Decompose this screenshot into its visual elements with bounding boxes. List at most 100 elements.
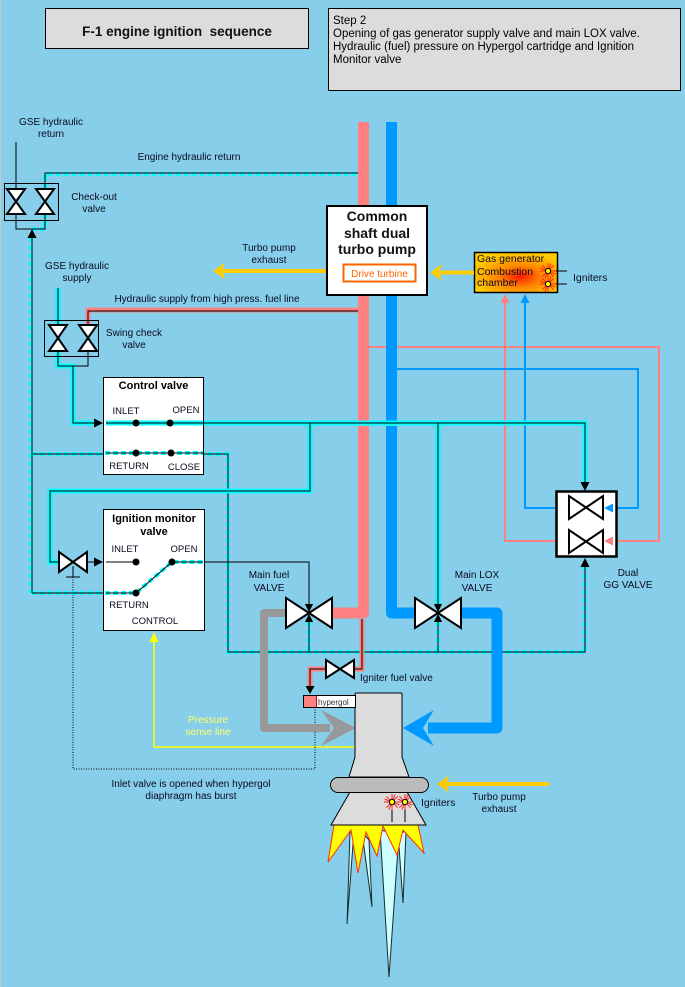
ignition-monitor-title: Ignition monitor [112, 513, 196, 525]
turbo-exhaust-arrow-icon [213, 262, 225, 280]
gg-lox-arrow-icon [520, 294, 530, 303]
control-open-label: OPEN [173, 405, 200, 416]
hypergol-fill [304, 696, 316, 707]
control-valve-frame [103, 377, 204, 475]
labels: GSE hydraulic return Engine hydraulic re… [19, 117, 653, 815]
gg-valve-close-arrow-icon [580, 558, 590, 567]
control-inlet-port [132, 419, 140, 427]
title-box: F-1 engine ignition sequence [45, 8, 309, 49]
gas-generator-label: Combustion [477, 266, 533, 278]
swing-check-valve-label: Swing check [106, 328, 163, 339]
drive-turbine-frame [342, 263, 417, 283]
three-way-valve-stem [66, 566, 80, 578]
turbo-pump: Common shaft dual turbo pump Drive turbi… [326, 205, 428, 296]
monitor-inlet-valve-icon [58, 550, 88, 574]
gse-hydraulic-supply-label: supply [63, 273, 92, 284]
swing-check-valve-label: valve [122, 340, 146, 351]
pressure-sense-line [149, 632, 356, 748]
title-box-frame [45, 8, 309, 49]
checkout-valve-frame [4, 183, 59, 221]
dual-gg-valve [555, 490, 618, 558]
checkout-valve-icon [5, 188, 27, 215]
checkout-valve-label: valve [82, 204, 106, 215]
ignition-monitor-valve: Ignition monitor valve INLET OPEN RETURN… [103, 509, 205, 631]
gg-lox-supply-line [524, 301, 569, 509]
main-fuel-valve-label: VALVE [254, 583, 285, 594]
hydraulic-pressure-lines [47, 288, 588, 604]
fuel-feed-path [260, 609, 330, 732]
lox-feed-arrow-icon [403, 710, 434, 746]
gg-lox-valve-icon [568, 494, 604, 521]
control-return-port [132, 449, 140, 457]
exhaust-arrows [213, 262, 549, 793]
swing-check-valve-frame [44, 320, 99, 357]
engine-hydraulic-return-label: Engine hydraulic return [138, 152, 241, 163]
main-fuel-valve-label: Main fuel [249, 570, 290, 581]
checkout-valve [4, 183, 59, 221]
igniter-icon [396, 793, 414, 811]
main-lox-valve-label: VALVE [462, 583, 493, 594]
fuel-feed-pipe [260, 609, 356, 746]
pressure-sense-label: Pressure [188, 715, 228, 726]
monitor-control-label: CONTROL [132, 616, 178, 627]
control-valve: Control valve INLET OPEN RETURN CLOSE [103, 377, 204, 475]
fuel-valve-close-arrow-icon [305, 614, 313, 622]
step-description-line: Opening of gas generator supply valve an… [333, 28, 640, 40]
control-open-line [106, 422, 586, 484]
gas-generator-label: Gas generator [477, 253, 545, 265]
checkout-return [15, 214, 46, 230]
gg-lox-feed-line [397, 368, 639, 509]
dual-gg-valve-label: GG VALVE [603, 580, 652, 591]
control-close-port [167, 449, 175, 457]
diagram-title: F-1 engine ignition sequence [82, 24, 272, 39]
turbo-pump-title: Common [347, 208, 408, 224]
checkout-valve-icon [34, 188, 56, 215]
step-box: Step 2 Opening of gas generator supply v… [328, 8, 681, 91]
gg-feed-lines [369, 294, 660, 546]
main-lox-valve-icon [414, 596, 462, 630]
hypergol-label: hypergol [318, 698, 349, 707]
nozzle-igniters-label: Igniters [421, 797, 455, 809]
checkout-arrow-icon [27, 229, 37, 238]
inlet-note: diaphragm has burst [145, 791, 236, 802]
hydraulic-supply-line-label: Hydraulic supply from high press. fuel l… [114, 294, 300, 305]
nozzle-exhaust-arrow-icon [437, 775, 449, 793]
gg-fuel-valve-icon [568, 528, 604, 555]
step-description-line: Monitor valve [333, 54, 401, 66]
monitor-inlet-arrow-icon [94, 557, 103, 567]
step-box-frame [328, 8, 681, 91]
monitor-open-port [168, 558, 176, 566]
monitor-supply-line [49, 423, 311, 563]
monitor-return-label: RETURN [109, 600, 149, 611]
gas-generator: Gas generator Combustion chamber Igniter… [473, 251, 607, 294]
valve-return-branches [308, 622, 439, 652]
hypergol-feed-arrow-icon [305, 686, 315, 694]
control-inlet-label: INLET [113, 406, 140, 417]
turbine-exhaust-manifold [330, 777, 429, 793]
inlet-note: Inlet valve is opened when hypergol [112, 779, 271, 790]
step-description-line: Hydraulic (fuel) pressure on Hypergol ca… [333, 41, 634, 53]
gg-valve-open-arrow-icon [580, 482, 590, 491]
combustion-chamber [348, 692, 410, 778]
swing-check-valve-icon [77, 324, 99, 352]
igniter-fuel-valve-label: Igniter fuel valve [360, 673, 433, 684]
swing-check-valve [44, 320, 99, 357]
lox-valve-close-arrow-icon [434, 614, 442, 622]
hypergol-cartridge: hypergol [303, 695, 356, 708]
control-close-label: CLOSE [168, 462, 200, 473]
gse-hydraulic-return-label: GSE hydraulic [19, 117, 83, 128]
gas-generator-chamber [473, 251, 559, 294]
igniter-icon [539, 275, 557, 293]
step-heading: Step 2 [333, 15, 366, 27]
monitor-return-port [132, 589, 140, 597]
swing-check-valve-icon [47, 324, 69, 352]
gse-hydraulic-supply-label: GSE hydraulic [45, 261, 109, 272]
gg-fuel-supply-line [504, 301, 569, 542]
monitor-inlet-label: INLET [112, 544, 139, 555]
ignition-flame [327, 824, 425, 874]
turbo-pump-title: shaft dual [344, 225, 410, 241]
gse-hydraulic-return-label: return [38, 129, 64, 140]
checkout-valve-label: Check-out [71, 192, 117, 203]
igniter-fuel-valve-icon [325, 658, 355, 680]
